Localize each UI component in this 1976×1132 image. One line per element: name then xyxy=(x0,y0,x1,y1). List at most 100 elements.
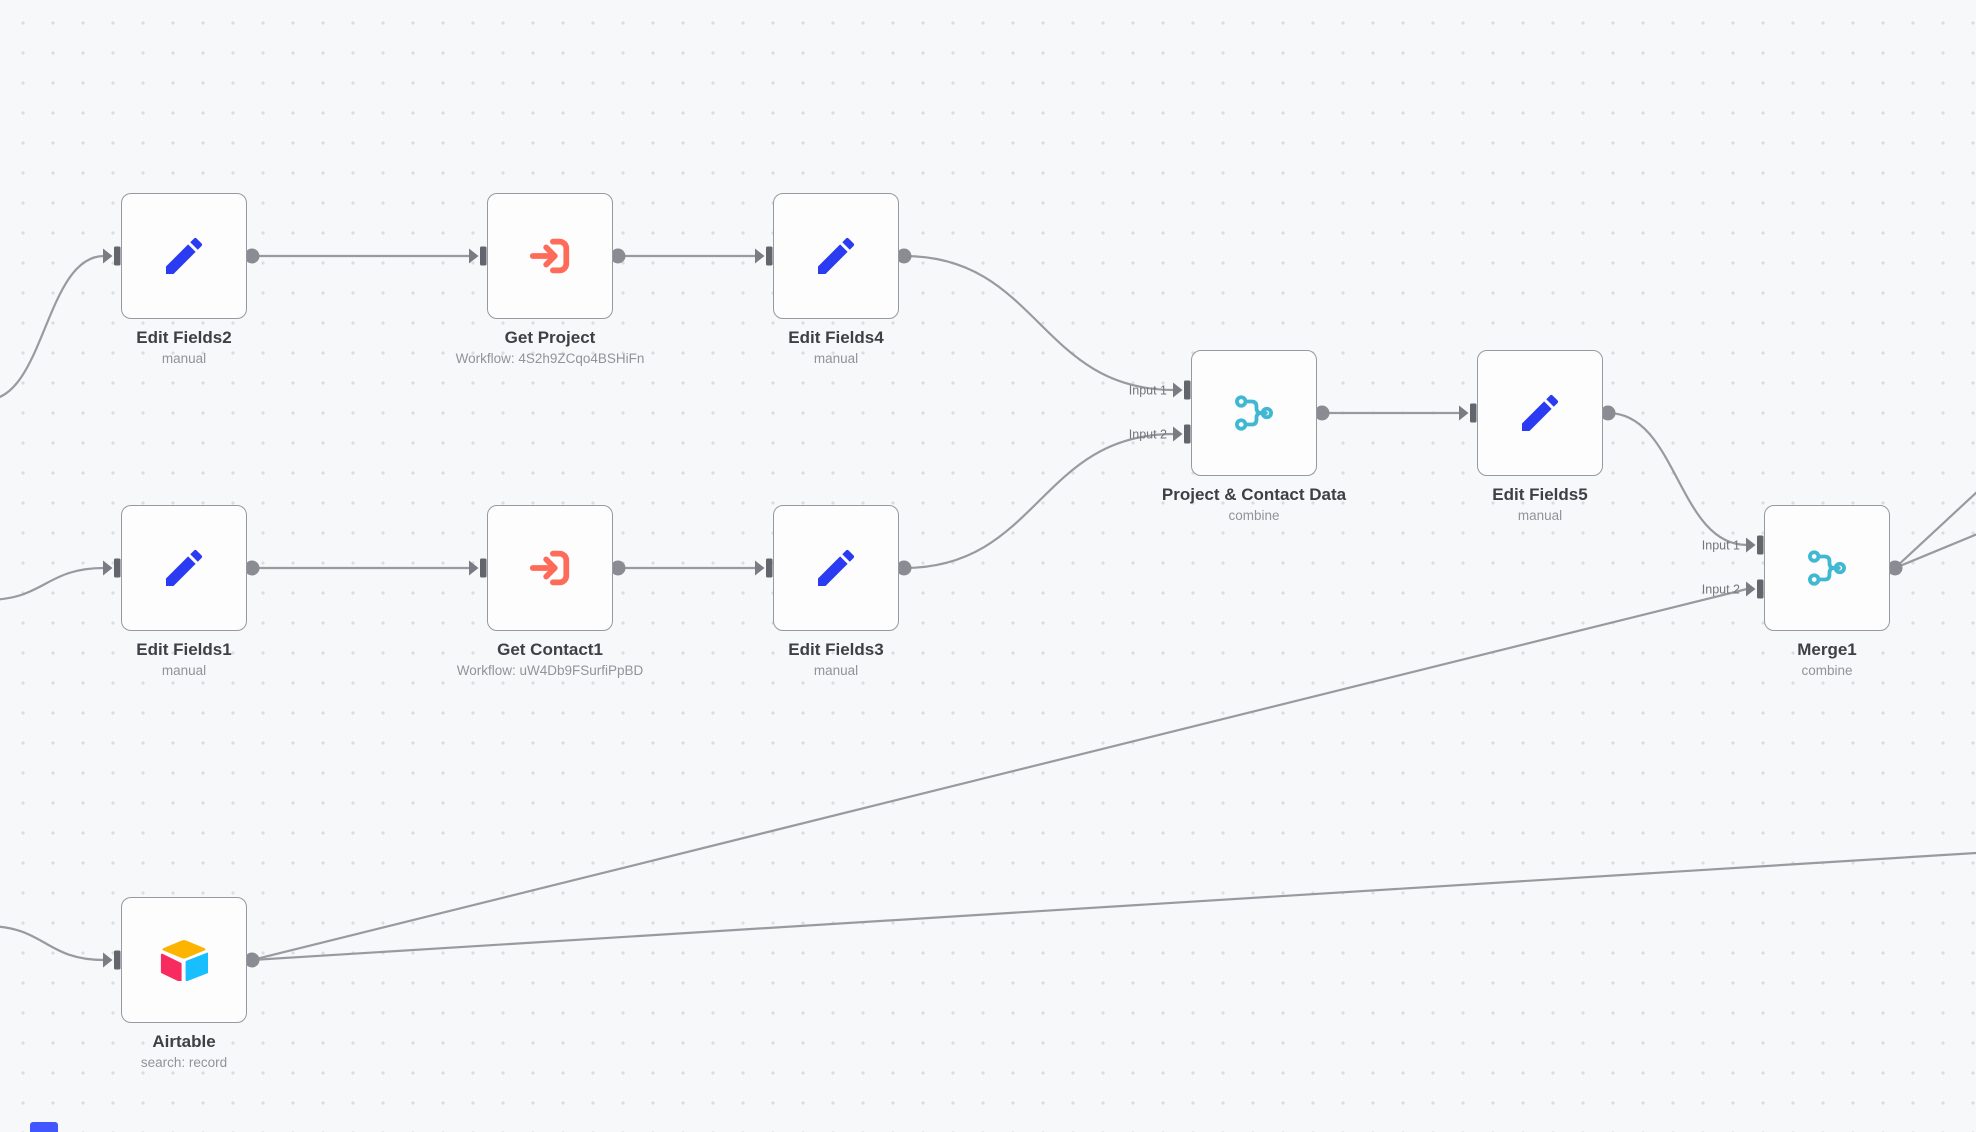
input-port[interactable] xyxy=(1757,535,1764,555)
node-airtable: Airtable search: record xyxy=(121,897,247,1070)
connection[interactable] xyxy=(250,587,1749,962)
input-arrow-icon xyxy=(1746,537,1756,553)
pencil-icon xyxy=(1516,389,1564,437)
input-arrow-icon xyxy=(469,560,479,576)
output-port[interactable] xyxy=(610,560,626,576)
node-box-edit-fields1[interactable] xyxy=(121,505,247,631)
input-port[interactable] xyxy=(480,558,487,578)
node-subtitle: manual xyxy=(161,663,207,678)
node-edit-fields1: Edit Fields1 manual xyxy=(121,505,247,678)
workflow-icon xyxy=(527,545,573,591)
node-box-edit-fields3[interactable] xyxy=(773,505,899,631)
pencil-icon xyxy=(160,544,208,592)
node-subtitle: manual xyxy=(813,351,859,366)
node-box-get-project[interactable] xyxy=(487,193,613,319)
node-edit-fields4: Edit Fields4 manual xyxy=(773,193,899,366)
output-port[interactable] xyxy=(244,952,260,968)
connection[interactable] xyxy=(902,432,1176,570)
input-port[interactable] xyxy=(1184,424,1191,444)
node-merge1: Merge1 combine xyxy=(1764,505,1890,678)
output-port[interactable] xyxy=(1887,560,1903,576)
node-box-get-contact1[interactable] xyxy=(487,505,613,631)
node-title: Get Contact1 xyxy=(497,640,603,659)
output-port[interactable] xyxy=(610,248,626,264)
output-port[interactable] xyxy=(896,248,912,264)
node-subtitle: manual xyxy=(161,351,207,366)
input-port-label: Input 2 xyxy=(1702,583,1740,597)
input-port[interactable] xyxy=(766,558,773,578)
merge-icon xyxy=(1231,390,1277,436)
node-subtitle: manual xyxy=(1517,508,1563,523)
node-title: Edit Fields5 xyxy=(1492,485,1588,504)
node-box-edit-fields2[interactable] xyxy=(121,193,247,319)
node-title: Edit Fields2 xyxy=(136,328,232,347)
workflow-icon xyxy=(527,233,573,279)
output-port[interactable] xyxy=(244,248,260,264)
input-port[interactable] xyxy=(1757,579,1764,599)
node-subtitle: Workflow: uW4Db9FSurfiPpBD xyxy=(456,663,644,678)
output-port[interactable] xyxy=(244,560,260,576)
node-title: Edit Fields1 xyxy=(136,640,232,659)
node-box-edit-fields5[interactable] xyxy=(1477,350,1603,476)
connection[interactable] xyxy=(1893,478,1976,570)
input-port[interactable] xyxy=(1184,380,1191,400)
node-subtitle: search: record xyxy=(140,1055,228,1070)
node-project-contact-data: Project & Contact Data combine xyxy=(1162,350,1346,523)
node-title: Project & Contact Data xyxy=(1161,485,1347,504)
input-port-label: Input 1 xyxy=(1129,384,1167,398)
input-arrow-icon xyxy=(1173,426,1183,442)
connection[interactable] xyxy=(0,925,106,962)
input-arrow-icon xyxy=(1173,382,1183,398)
input-port[interactable] xyxy=(766,246,773,266)
input-arrow-icon xyxy=(1459,405,1469,421)
connection[interactable] xyxy=(1606,411,1749,547)
node-subtitle: Workflow: 4S2h9ZCqo4BSHiFn xyxy=(455,351,645,366)
input-arrow-icon xyxy=(469,248,479,264)
output-port[interactable] xyxy=(1600,405,1616,421)
node-title: Airtable xyxy=(152,1032,216,1051)
input-arrow-icon xyxy=(755,560,765,576)
input-port[interactable] xyxy=(1470,403,1477,423)
node-box-merge1[interactable] xyxy=(1764,505,1890,631)
input-port[interactable] xyxy=(480,246,487,266)
node-title: Merge1 xyxy=(1797,640,1857,659)
node-edit-fields5: Edit Fields5 manual xyxy=(1477,350,1603,523)
input-port[interactable] xyxy=(114,558,121,578)
pencil-icon xyxy=(812,232,860,280)
input-arrow-icon xyxy=(103,952,113,968)
output-port[interactable] xyxy=(1314,405,1330,421)
input-arrow-icon xyxy=(755,248,765,264)
node-title: Edit Fields4 xyxy=(788,328,884,347)
connection[interactable] xyxy=(1893,528,1976,570)
connection[interactable] xyxy=(250,851,1976,962)
input-arrow-icon xyxy=(1746,581,1756,597)
output-port[interactable] xyxy=(896,560,912,576)
node-edit-fields3: Edit Fields3 manual xyxy=(773,505,899,678)
input-port[interactable] xyxy=(114,246,121,266)
offscreen-blue-element xyxy=(30,1122,58,1132)
pencil-icon xyxy=(812,544,860,592)
node-box-project-contact-data[interactable] xyxy=(1191,350,1317,476)
node-edit-fields2: Edit Fields2 manual xyxy=(121,193,247,366)
node-subtitle: combine xyxy=(1801,663,1853,678)
input-arrow-icon xyxy=(103,248,113,264)
connection[interactable] xyxy=(0,254,106,400)
node-subtitle: combine xyxy=(1228,508,1280,523)
input-port[interactable] xyxy=(114,950,121,970)
airtable-icon xyxy=(160,939,208,981)
node-subtitle: manual xyxy=(813,663,859,678)
merge-icon xyxy=(1804,545,1850,591)
pencil-icon xyxy=(160,232,208,280)
node-title: Edit Fields3 xyxy=(788,640,884,659)
input-port-label: Input 1 xyxy=(1702,539,1740,553)
input-port-label: Input 2 xyxy=(1129,428,1167,442)
node-box-edit-fields4[interactable] xyxy=(773,193,899,319)
connection[interactable] xyxy=(902,254,1176,392)
node-title: Get Project xyxy=(504,328,596,347)
connection[interactable] xyxy=(0,566,106,601)
node-box-airtable[interactable] xyxy=(121,897,247,1023)
